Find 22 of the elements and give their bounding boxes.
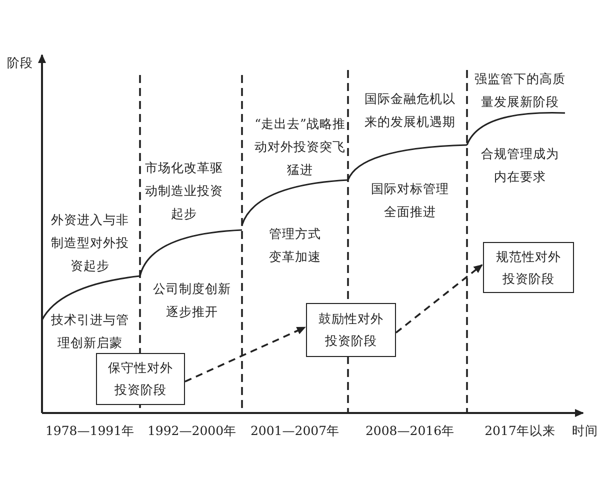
stage-text: 管理方式变革加速 (268, 225, 322, 266)
period-label: 1978—1991年 (44, 422, 136, 440)
stage-text: 国际金融危机以来的发展机遇期 (364, 90, 456, 131)
stage-text: 技术引进与管理创新启蒙 (50, 311, 130, 352)
stage-text: 强监管下的高质量发展新阶段 (474, 70, 566, 111)
stage-text: 外资进入与非制造型对外投资起步 (50, 210, 130, 274)
stage-text: 合规管理成为内在要求 (480, 145, 560, 186)
stage-box: 保守性对外投资阶段 (96, 353, 185, 405)
axis-label: 阶段 (6, 54, 34, 72)
axis-label: 时间 (571, 422, 599, 440)
stage-text: 公司制度创新逐步推开 (152, 280, 232, 321)
stage-box: 规范性对外投资阶段 (483, 242, 574, 293)
stage-text: “走出去”战略推动对外投资突飞猛进 (254, 114, 346, 178)
stage-text: 市场化改革驱动制造业投资起步 (144, 158, 224, 222)
arrow (395, 264, 483, 334)
period-label: 2008—2016年 (364, 422, 456, 440)
stage-text: 国际对标管理全面推进 (370, 180, 450, 221)
arrow (184, 326, 306, 382)
stage-box: 鼓励性对外投资阶段 (306, 303, 396, 357)
period-label: 2017年以来 (484, 422, 556, 440)
period-label: 2001—2007年 (249, 422, 341, 440)
period-label: 1992—2000年 (146, 422, 238, 440)
